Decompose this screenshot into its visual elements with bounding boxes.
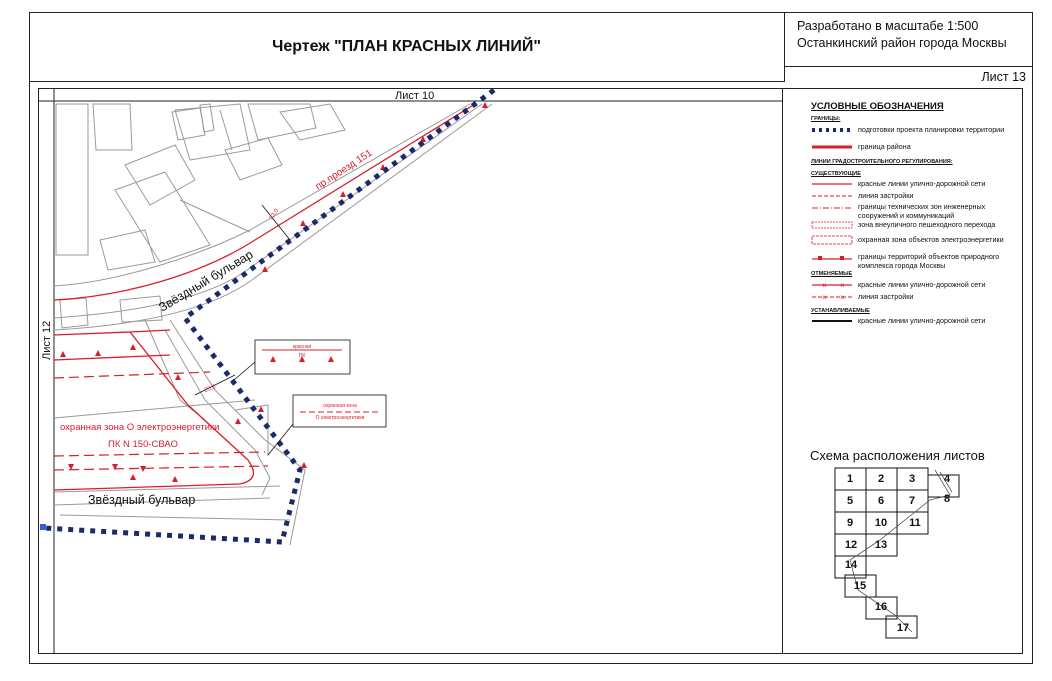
zone-label: охранная зона О электроэнергетики xyxy=(60,422,219,433)
scheme-cell-14: 14 xyxy=(844,559,858,571)
border-end-marker xyxy=(40,524,46,530)
legend-item-district: граница района xyxy=(858,142,911,151)
scheme-cell-10: 10 xyxy=(874,517,888,529)
planning-border xyxy=(43,89,496,545)
legend-group-existing: СУЩЕСТВУЮЩИЕ xyxy=(811,171,861,177)
district-text: Останкинский район города Москвы xyxy=(797,36,1007,50)
scheme-cell-1: 1 xyxy=(846,473,854,485)
sheet-label-left: Лист 12 xyxy=(41,321,53,360)
scheme-cell-12: 12 xyxy=(844,539,858,551)
legend-item-nature: границы территорий объектов природного к… xyxy=(858,252,1000,270)
callout-1-line1: красная xyxy=(293,344,312,350)
legend-item-cancelled-building: линия застройки xyxy=(858,292,914,301)
svg-text:×: × xyxy=(840,293,845,302)
legend-title: УСЛОВНЫЕ ОБОЗНАЧЕНИЯ xyxy=(811,101,944,112)
scheme-current-sheet xyxy=(865,533,898,557)
street-label-lower: Звёздный бульвар xyxy=(88,493,195,507)
map-frame xyxy=(38,88,783,654)
scheme-cell-7: 7 xyxy=(908,495,916,507)
legend-item-cancelled-red: красные линии улично-дорожной сети xyxy=(858,280,986,289)
legend-item-building-line: линия застройки xyxy=(858,191,914,200)
callout-1-line2: ПК xyxy=(299,353,306,359)
scheme-cell-3: 3 xyxy=(908,473,916,485)
legend-group-established: УСТАНАВЛИВАЕМЫЕ xyxy=(811,308,870,314)
scheme-route xyxy=(849,469,953,633)
red-lines xyxy=(53,103,476,491)
legend-item-established-red: красные линии улично-дорожной сети xyxy=(858,316,986,325)
zone-lines xyxy=(53,371,269,471)
road-lines xyxy=(53,103,493,546)
legend-item-pedestrian: зона внеуличного пешеходного перехода xyxy=(858,220,996,229)
legend-item-power-zone: охранная зона объектов электроэнергетики xyxy=(858,235,1004,244)
sheet-label-top: Лист 10 xyxy=(395,90,434,102)
scheme-title: Схема расположения листов xyxy=(810,448,985,463)
legend-group-cancelled: ОТМЕНЯЕМЫЕ xyxy=(811,271,853,277)
buildings xyxy=(55,103,346,329)
scheme-cell-13: 13 xyxy=(874,539,888,551)
info-cell: Разработано в масштабе 1:500 Останкински… xyxy=(785,12,1033,67)
title-cell: Чертеж "ПЛАН КРАСНЫХ ЛИНИЙ" xyxy=(29,12,785,82)
scheme-cell-4: 4 xyxy=(943,473,951,485)
scheme-cell-6: 6 xyxy=(877,495,885,507)
scheme-grid xyxy=(834,467,960,639)
legend-symbols: × × × × xyxy=(811,128,853,322)
scheme-cell-2: 2 xyxy=(877,473,885,485)
scheme-cell-17: 17 xyxy=(896,622,910,634)
svg-text:×: × xyxy=(840,281,845,290)
scheme-cell-9: 9 xyxy=(846,517,854,529)
callout-red: красная ПК xyxy=(233,339,351,381)
scheme-cell-11: 11 xyxy=(909,517,921,529)
callout-2-line2: О электроэнергетики xyxy=(316,415,365,421)
scheme-cell-8: 8 xyxy=(943,493,951,505)
legend-group-borders: ГРАНИЦЫ: xyxy=(811,116,841,122)
drawing-frame xyxy=(29,12,1033,664)
pk-label: ПК N 150-СВАО xyxy=(108,439,178,450)
svg-text:×: × xyxy=(822,281,827,290)
legend-frame xyxy=(783,88,1023,654)
legend-item-tech-zones: границы технических зон инженерных соору… xyxy=(858,202,986,220)
dimension-marks xyxy=(194,204,291,396)
sheet-number: Лист 13 xyxy=(981,70,1026,84)
legend-item-red-lines: красные линии улично-дорожной сети xyxy=(858,179,986,188)
svg-text:×: × xyxy=(822,293,827,302)
dimension-label-2: 23,0 xyxy=(204,384,218,394)
scheme-cell-16: 16 xyxy=(874,601,888,613)
scheme-cell-15: 15 xyxy=(853,580,867,592)
callout-zone: охранная зона О электроэнергетики xyxy=(267,394,387,456)
scheme-cell-5: 5 xyxy=(846,495,854,507)
street-label-upper: Звёздный бульвар xyxy=(156,247,255,314)
scale-text: Разработано в масштабе 1:500 xyxy=(797,19,979,33)
drawing-title: Чертеж "ПЛАН КРАСНЫХ ЛИНИЙ" xyxy=(272,37,541,55)
dimension-label-1: 23,0 xyxy=(269,208,281,222)
legend-item-planning: подготовки проекта планировки территории xyxy=(858,125,1005,134)
legend-group-regulation: ЛИНИИ ГРАДОСТРОИТЕЛЬНОГО РЕГУЛИРОВАНИЯ: xyxy=(811,159,953,165)
callout-2-line1: охранная зона xyxy=(323,403,357,409)
